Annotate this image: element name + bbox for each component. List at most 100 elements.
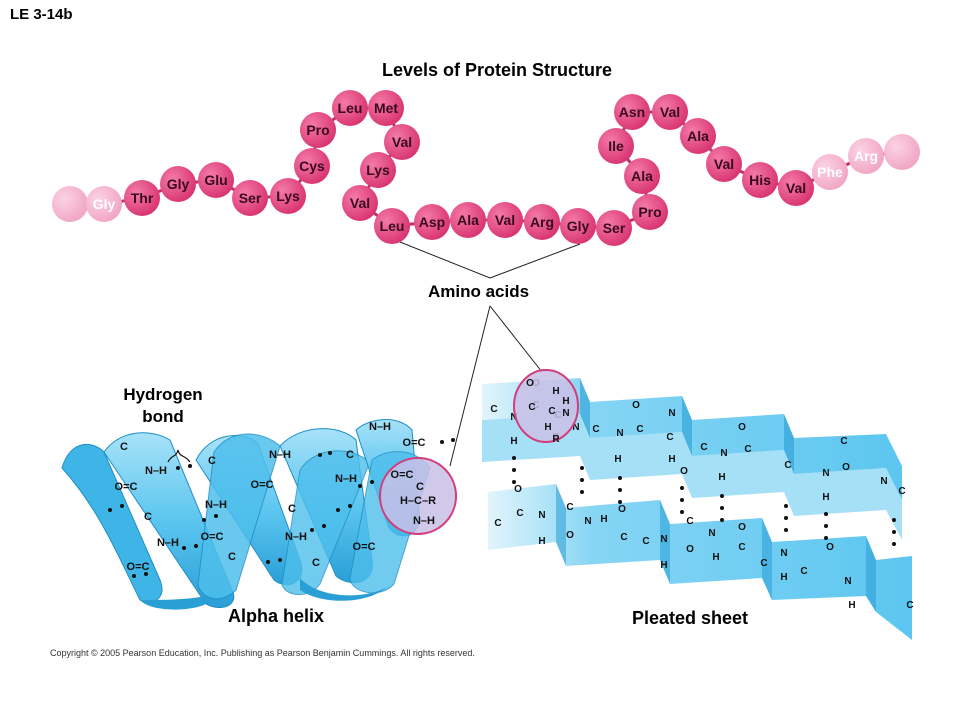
sheet-hydrogen-bonds [512, 456, 896, 546]
amino-acid-bead: Gly [86, 186, 122, 222]
amino-acid-bead: Met [368, 90, 404, 126]
sheet-atom: N [822, 468, 829, 479]
sheet-atom: N [510, 412, 517, 423]
pleated-sheet-label: Pleated sheet [632, 608, 749, 628]
sheet-atom: C [592, 424, 599, 435]
helix-atom: N–H [269, 449, 291, 461]
amino-acid-name: Val [495, 212, 515, 228]
sheet-atom: C [566, 502, 573, 513]
sheet-atom: O [566, 530, 574, 541]
sheet-atom: H [780, 572, 787, 583]
helix-atom: C [144, 511, 152, 523]
amino-acid-name: Gly [167, 176, 190, 192]
amino-acid-bead: Asp [414, 204, 450, 240]
amino-acid-name: Val [660, 104, 680, 120]
amino-acid-name: Arg [530, 214, 554, 230]
amino-acid-bead: Val [384, 124, 420, 160]
amino-acid-bead: Arg [524, 204, 560, 240]
helix-atom: O=C [201, 531, 224, 543]
sheet-highlight-atom: N [562, 408, 569, 419]
alpha-helix-label: Alpha helix [228, 606, 325, 626]
sheet-atom: C [784, 460, 791, 471]
sheet-atom: O [826, 542, 834, 553]
sheet-atom: C [738, 542, 745, 553]
amino-acid-bead: Glu [198, 162, 234, 198]
amino-acid-name: Met [374, 100, 398, 116]
sheet-atom: H [510, 436, 517, 447]
amino-acid-bead: Phe [812, 154, 848, 190]
sheet-atom: O [686, 544, 694, 555]
amino-acid-name: Gly [93, 196, 116, 212]
amino-acid-name: Gly [567, 218, 590, 234]
helix-atom: O=C [403, 437, 426, 449]
sheet-atom: C [636, 424, 643, 435]
amino-acid-name: Cys [299, 158, 325, 174]
sheet-atom: H [718, 472, 725, 483]
amino-acid-bead: Ser [232, 180, 268, 216]
sheet-atom: N [538, 510, 545, 521]
amino-acid-bead: Leu [332, 90, 368, 126]
sheet-atom: H [614, 454, 621, 465]
sheet-atom: H [822, 492, 829, 503]
sheet-atom: C [898, 486, 905, 497]
amino-acid-name: Ala [457, 212, 479, 228]
sheet-atom: C [744, 444, 751, 455]
sheet-atom: H [848, 600, 855, 611]
sheet-atom: N [572, 422, 579, 433]
chain-links [70, 106, 903, 230]
amino-acid-bead: Lys [360, 152, 396, 188]
sheet-atom: H [600, 514, 607, 525]
helix-highlight-atom: O=C [391, 469, 414, 481]
sheet-atom: O [618, 504, 626, 515]
sheet-atom: H [668, 454, 675, 465]
helix-atom: C [228, 551, 236, 563]
amino-acid-bead: Lys [270, 178, 306, 214]
amino-acid-name: Glu [204, 172, 227, 188]
amino-acids-label: Amino acids [428, 282, 530, 301]
sheet-atom: C [516, 508, 523, 519]
sheet-atom: N [780, 548, 787, 559]
amino-acid-bead: Gly [160, 166, 196, 202]
hydrogen-bond-label-line2: bond [142, 407, 184, 426]
amino-acid-bead: Arg [848, 138, 884, 174]
sheet-atom: O [632, 400, 640, 411]
helix-hydrogen-bonds [108, 438, 455, 578]
amino-acid-bead: Val [652, 94, 688, 130]
callout-lines [399, 241, 581, 467]
amino-acid-bead: Ala [450, 202, 486, 238]
amino-acid-name: His [749, 172, 771, 188]
helix-atom: C [120, 441, 128, 453]
sheet-atom: N [668, 408, 675, 419]
amino-acid-name: Thr [131, 190, 154, 206]
helix-atom-labels: CN–HO=CCN–HO=CCN–HO=CCN–HO=CCN–HCN–HO=CC… [115, 421, 426, 573]
amino-acid-bead: Val [706, 146, 742, 182]
amino-acid-bead: Val [342, 185, 378, 221]
helix-highlight-atom: N–H [413, 515, 435, 527]
helix-highlight-atom: C [416, 481, 424, 493]
helix-atom: O=C [251, 479, 274, 491]
amino-acid-name: Leu [338, 100, 363, 116]
amino-acid-name: Val [714, 156, 734, 172]
amino-acid-bead [52, 186, 88, 222]
amino-acid-name: Pro [306, 122, 329, 138]
helix-atom: N–H [369, 421, 391, 433]
sheet-atom: N [660, 534, 667, 545]
amino-acid-bead [884, 134, 920, 170]
amino-acid-name: Ser [239, 190, 262, 206]
slide-id: LE 3-14b [10, 6, 73, 23]
amino-acid-name: Pro [638, 204, 661, 220]
amino-acid-bead: Ala [680, 118, 716, 154]
amino-acid-name: Ala [631, 168, 653, 184]
amino-acid-bead: His [742, 162, 778, 198]
amino-acid-name: Phe [817, 164, 843, 180]
helix-atom: C [312, 557, 320, 569]
helix-atom: C [346, 449, 354, 461]
helix-atom: C [288, 503, 296, 515]
sheet-atom: C [906, 600, 913, 611]
sheet-atom: C [840, 436, 847, 447]
helix-atom: C [208, 455, 216, 467]
sheet-atom: C [800, 566, 807, 577]
sheet-highlight-atom: H [562, 396, 569, 407]
